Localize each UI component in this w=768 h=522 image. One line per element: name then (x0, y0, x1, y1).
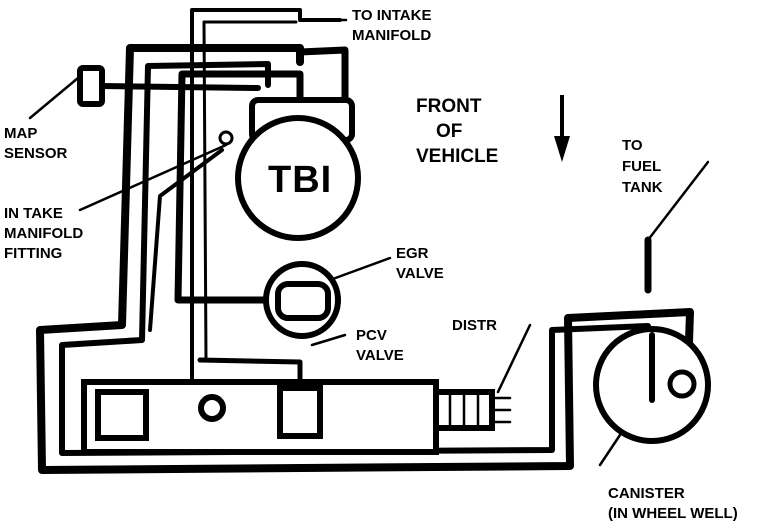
map-label-1: MAP (4, 125, 37, 142)
distributor-pins (490, 396, 512, 424)
engine-inner-hose (59, 61, 651, 456)
pcv-label-1: PCV (356, 327, 387, 344)
engine-port-center (198, 394, 226, 422)
intake-fitting-hose (148, 148, 224, 332)
to-intake-label-2: MANIFOLD (352, 27, 431, 44)
engine-outer-hose (36, 44, 694, 474)
to-fuel-label-1: TO (622, 137, 643, 154)
map-sensor (77, 65, 105, 107)
tbi-top-hose-right (296, 46, 349, 114)
engine-port-left (95, 389, 149, 441)
front-label-1: FRONT (416, 96, 482, 117)
canister-label-2: (IN WHEEL WELL) (608, 505, 738, 522)
front-label-2: OF (436, 121, 462, 142)
to-fuel-label-2: FUEL (622, 158, 661, 175)
map-label-2: SENSOR (4, 145, 68, 162)
intake-manifold-line-inner (202, 20, 298, 362)
fuel-tank-leader (646, 160, 710, 242)
egr-label-1: EGR (396, 245, 429, 262)
egr-valve-inner (275, 281, 331, 321)
egr-leader (328, 256, 392, 282)
distr-label: DISTR (452, 317, 497, 334)
pcv-label-2: VALVE (356, 347, 404, 364)
distr-leader (496, 323, 532, 394)
intake-fitting-label-3: FITTING (4, 245, 62, 262)
to-intake-label-1: TO INTAKE (352, 7, 431, 24)
intake-fitting (218, 130, 234, 146)
intake-fitting-leader (78, 143, 228, 212)
front-arrow-head (554, 136, 570, 162)
tbi-body (235, 115, 361, 241)
egr-label-2: VALVE (396, 265, 444, 282)
canister-leader (598, 433, 622, 467)
tbi-label: TBI (268, 159, 332, 201)
canister-label-1: CANISTER (608, 485, 685, 502)
pcv-leader (310, 333, 347, 347)
pcv-hose (197, 357, 303, 391)
distributor-ribs (448, 390, 480, 430)
front-label-3: VEHICLE (416, 146, 498, 167)
pcv-valve (277, 385, 323, 439)
map-leader (28, 76, 80, 120)
intake-fitting-label-2: MANIFOLD (4, 225, 83, 242)
intake-fitting-label-1: IN TAKE (4, 205, 63, 222)
canister-port (667, 369, 697, 399)
tbi-top-hose-left (174, 70, 304, 304)
map-sensor-hose (99, 83, 261, 91)
to-fuel-label-3: TANK (622, 179, 663, 196)
